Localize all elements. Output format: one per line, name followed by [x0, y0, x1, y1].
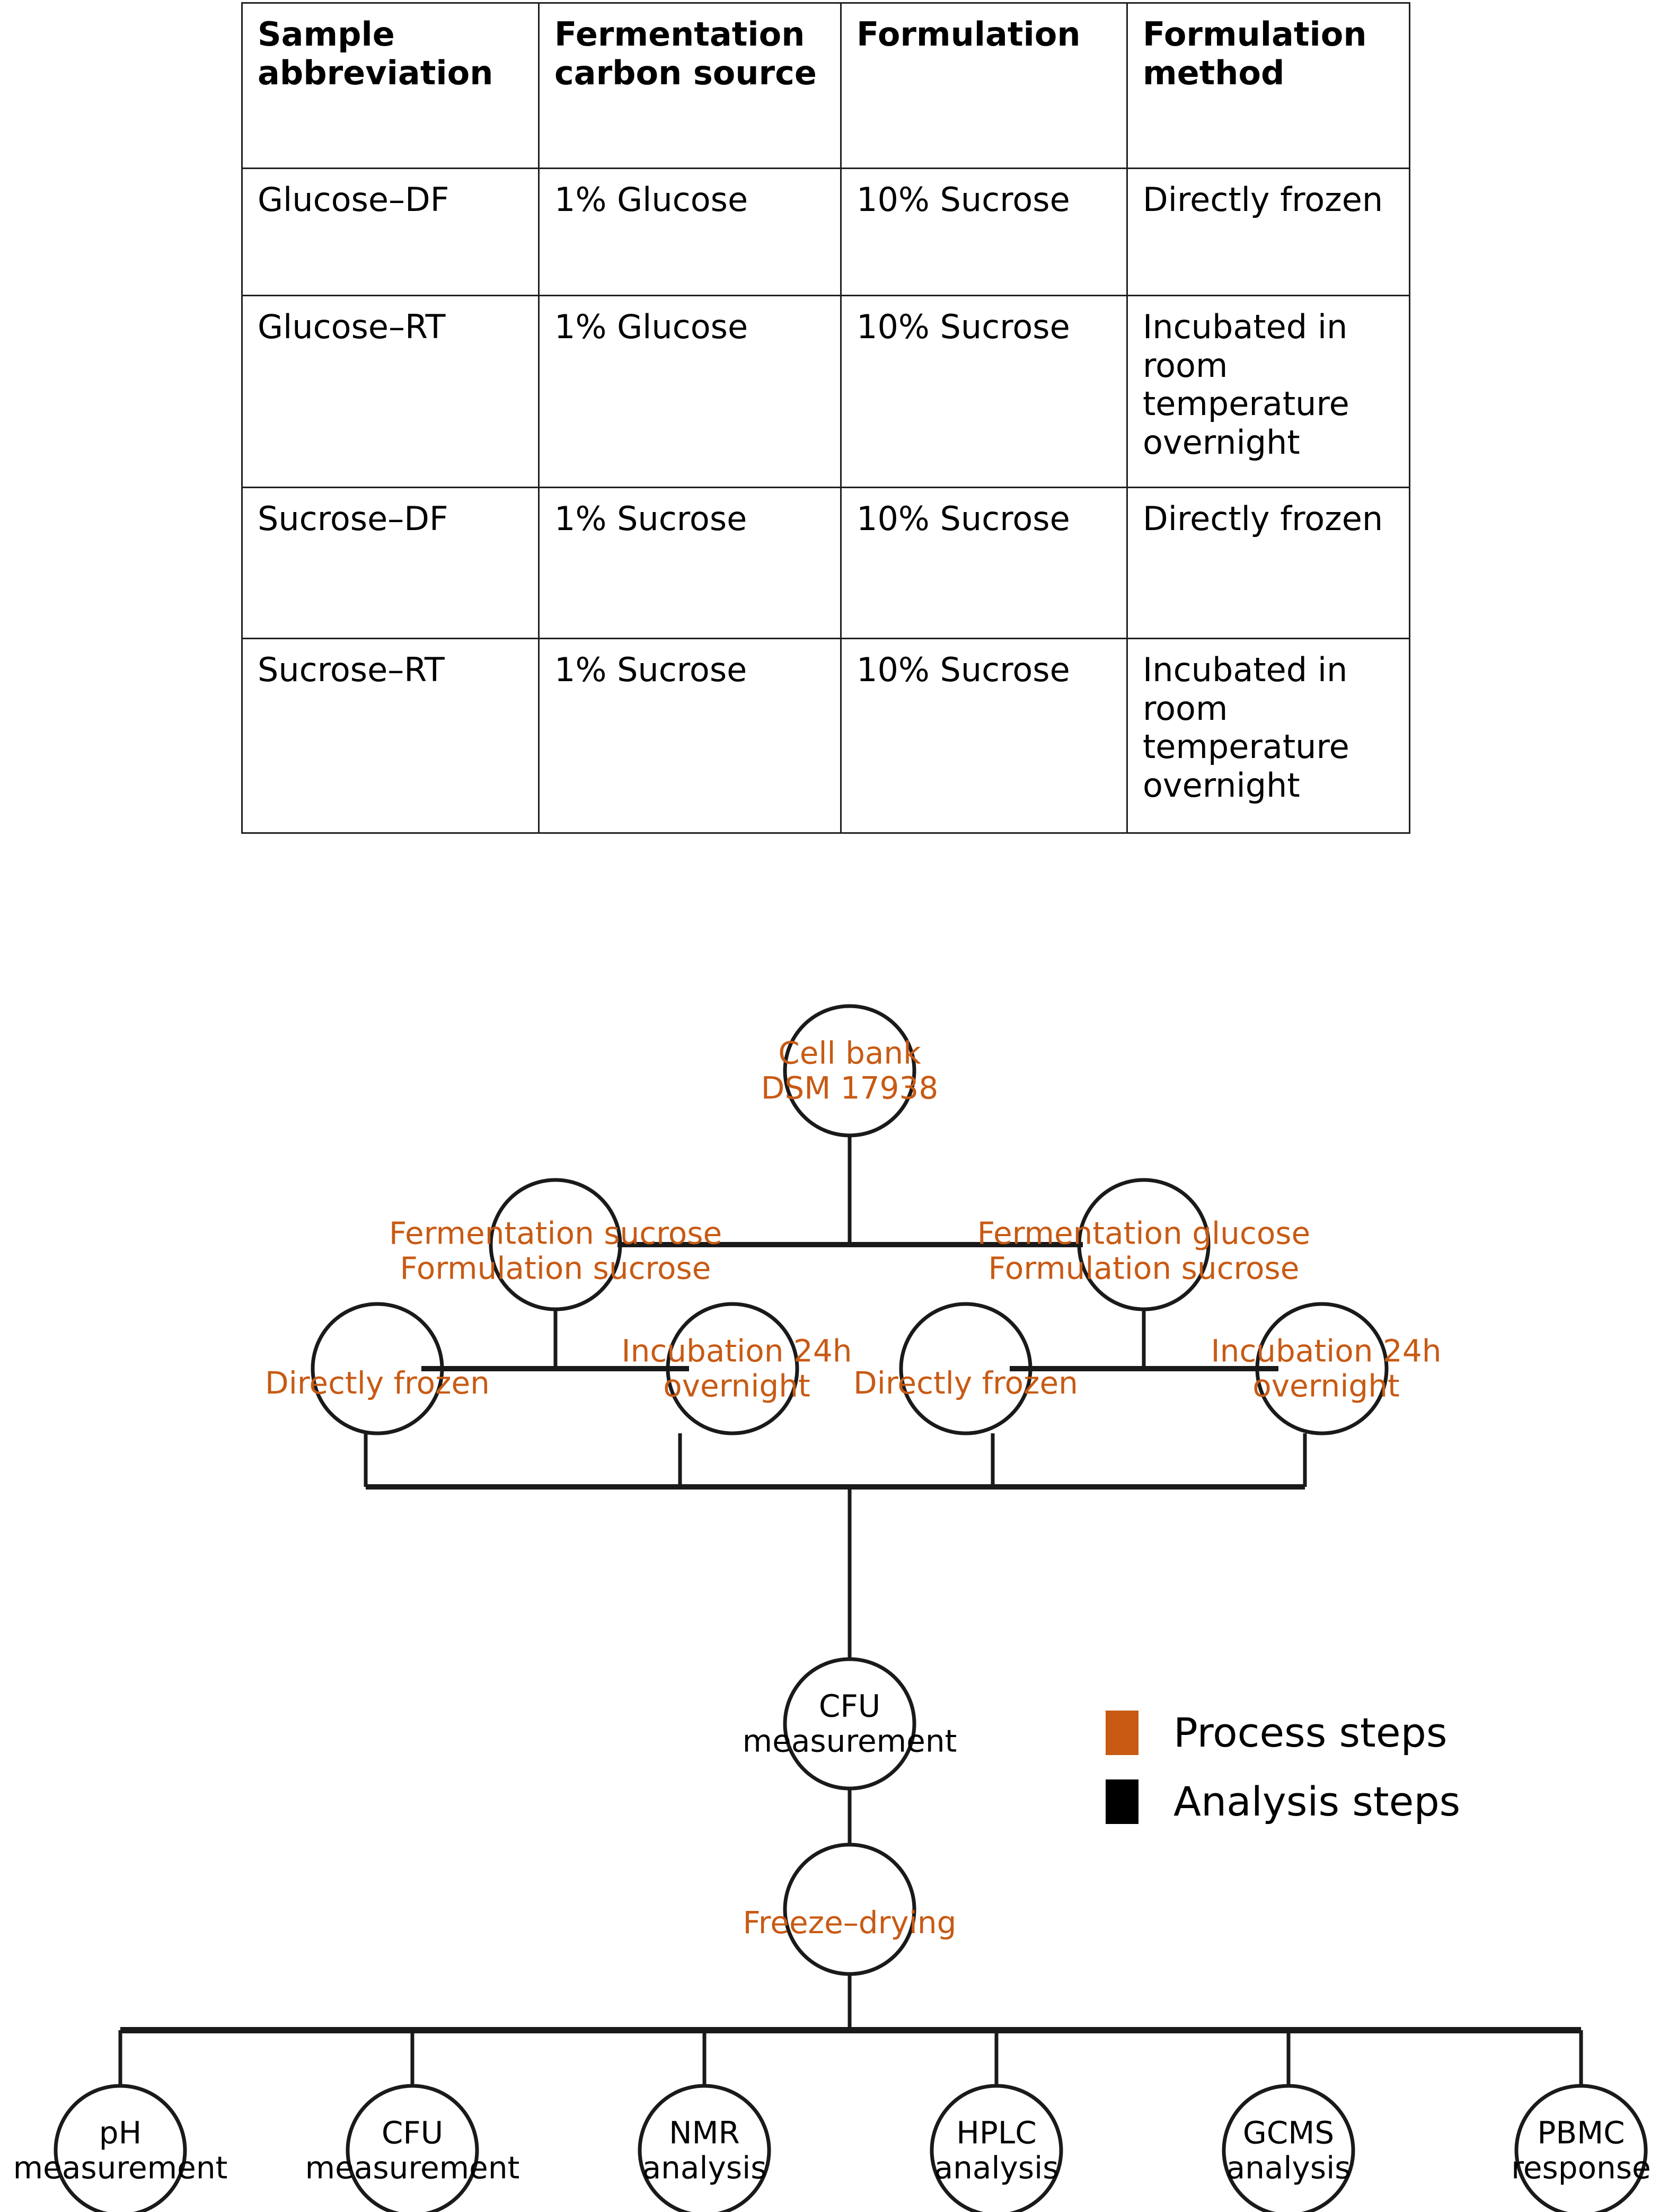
node-label-pbmc-response[interactable]: PBMC response: [1511, 2116, 1650, 2185]
cell-formulation: 10% Sucrose: [840, 487, 1128, 639]
column-header-formulation-method: Formulation method: [1126, 2, 1410, 169]
legend-label-analysis-steps: Analysis steps: [1173, 1778, 1461, 1825]
node-line-2: measurement: [305, 2149, 520, 2185]
node-line-2: overnight: [1252, 1368, 1400, 1404]
process-flow-diagram: Cell bank DSM 17938 Fermentation sucrose…: [0, 933, 1677, 2212]
table-row: Glucose–DF 1% Glucose 10% Sucrose Direct…: [241, 168, 1410, 296]
cell-sample-abbreviation: Sucrose–RT: [241, 638, 540, 834]
cell-carbon-source: 1% Sucrose: [538, 487, 842, 639]
legend: Process steps Analysis steps: [1106, 1704, 1460, 1842]
node-line-2: measurement: [742, 1723, 957, 1759]
column-header-formulation: Formulation: [840, 2, 1128, 169]
node-line-1: Incubation 24h: [621, 1333, 852, 1369]
node-label-hplc-analysis[interactable]: HPLC analysis: [934, 2116, 1059, 2185]
legend-label-process-steps: Process steps: [1173, 1709, 1447, 1756]
cell-formulation: 10% Sucrose: [840, 638, 1128, 834]
cell-formulation-method: Directly frozen: [1126, 168, 1410, 296]
node-line-2: response: [1511, 2149, 1651, 2185]
column-header-sample-abbreviation: Sample abbreviation: [241, 2, 540, 169]
node-label-freeze-drying[interactable]: Freeze–drying: [743, 1906, 957, 1941]
cell-carbon-source: 1% Glucose: [538, 295, 842, 488]
node-circle-hplc-analysis: [930, 2084, 1063, 2212]
node-label-gcms-analysis[interactable]: GCMS analysis: [1226, 2116, 1351, 2185]
node-label-cfu-measurement[interactable]: CFU measurement: [743, 1689, 957, 1758]
table-row: Sucrose–DF 1% Sucrose 10% Sucrose Direct…: [241, 487, 1410, 639]
node-line-1: NMR: [669, 2114, 740, 2151]
node-circle-ph-measurement: [54, 2084, 187, 2212]
cell-formulation: 10% Sucrose: [840, 295, 1128, 488]
node-line-1: Cell bank: [778, 1035, 921, 1071]
table-header-row: Sample abbreviation Fermentation carbon …: [241, 2, 1410, 169]
cell-sample-abbreviation: Glucose–DF: [241, 168, 540, 296]
node-line-1: Directly frozen: [265, 1365, 490, 1402]
node-circle-nmr-analysis: [638, 2084, 771, 2212]
node-line-2: measurement: [13, 2149, 228, 2185]
legend-item-process-steps: Process steps: [1106, 1704, 1460, 1761]
process-color-swatch: [1106, 1711, 1138, 1755]
cell-carbon-source: 1% Glucose: [538, 168, 842, 296]
cell-sample-abbreviation: Glucose–RT: [241, 295, 540, 488]
legend-item-analysis-steps: Analysis steps: [1106, 1773, 1460, 1830]
node-label-incubation-24h-right[interactable]: Incubation 24h overnight: [1211, 1334, 1442, 1403]
node-label-cfu-measurement-final[interactable]: CFU measurement: [305, 2116, 520, 2185]
cell-sample-abbreviation: Sucrose–DF: [241, 487, 540, 639]
cell-formulation-method: Incubated in room temperature overnight: [1126, 295, 1410, 488]
node-circle-directly-frozen-left: [311, 1302, 444, 1435]
node-line-1: Incubation 24h: [1211, 1333, 1442, 1369]
node-line-1: Fermentation sucrose: [389, 1215, 722, 1252]
table-row: Sucrose–RT 1% Sucrose 10% Sucrose Incuba…: [241, 638, 1410, 834]
node-line-1: GCMS: [1242, 2114, 1335, 2151]
node-label-fermentation-glucose[interactable]: Fermentation glucose Formulation sucrose: [977, 1216, 1310, 1285]
node-label-cell-bank[interactable]: Cell bank DSM 17938: [761, 1036, 938, 1105]
node-line-1: Freeze–drying: [743, 1905, 957, 1941]
node-line-2: analysis: [934, 2149, 1059, 2185]
cell-formulation-method: Directly frozen: [1126, 487, 1410, 639]
node-label-directly-frozen-right[interactable]: Directly frozen: [853, 1366, 1078, 1401]
column-header-fermentation-carbon-source: Fermentation carbon source: [538, 2, 842, 169]
cell-carbon-source: 1% Sucrose: [538, 638, 842, 834]
node-line-1: pH: [99, 2114, 142, 2151]
node-line-1: PBMC: [1537, 2114, 1625, 2151]
node-label-incubation-24h-left[interactable]: Incubation 24h overnight: [622, 1334, 852, 1403]
flow-connectors-and-node-outlines: [54, 1004, 1648, 2212]
node-line-1: Directly frozen: [853, 1365, 1078, 1402]
node-circle-incubation-right: [1255, 1302, 1389, 1435]
node-line-1: CFU: [818, 1688, 881, 1724]
node-label-nmr-analysis[interactable]: NMR analysis: [642, 2116, 767, 2185]
node-line-1: Fermentation glucose: [977, 1215, 1311, 1252]
cell-formulation: 10% Sucrose: [840, 168, 1128, 296]
analysis-color-swatch: [1106, 1779, 1138, 1824]
node-line-2: Formulation sucrose: [988, 1250, 1300, 1286]
node-circle-directly-frozen-right: [899, 1302, 1032, 1435]
node-line-2: overnight: [663, 1368, 810, 1404]
node-line-2: DSM 17938: [761, 1070, 939, 1106]
node-line-2: analysis: [1226, 2149, 1351, 2185]
table-row: Glucose–RT 1% Glucose 10% Sucrose Incuba…: [241, 295, 1410, 488]
node-line-2: analysis: [642, 2149, 767, 2185]
node-circle-incubation-left: [666, 1302, 799, 1435]
node-circle-cfu-measurement-final: [346, 2084, 479, 2212]
cell-formulation-method: Incubated in room temperature overnight: [1126, 638, 1410, 834]
node-line-1: CFU: [381, 2114, 444, 2151]
node-label-fermentation-sucrose[interactable]: Fermentation sucrose Formulation sucrose: [389, 1216, 722, 1285]
node-line-1: HPLC: [956, 2114, 1037, 2151]
node-circle-pbmc-response: [1514, 2084, 1648, 2212]
node-line-2: Formulation sucrose: [400, 1250, 711, 1286]
node-label-ph-measurement[interactable]: pH measurement: [13, 2116, 228, 2185]
sample-conditions-table: Sample abbreviation Fermentation carbon …: [241, 2, 1410, 834]
node-circle-gcms-analysis: [1222, 2084, 1355, 2212]
node-label-directly-frozen-left[interactable]: Directly frozen: [265, 1366, 490, 1401]
